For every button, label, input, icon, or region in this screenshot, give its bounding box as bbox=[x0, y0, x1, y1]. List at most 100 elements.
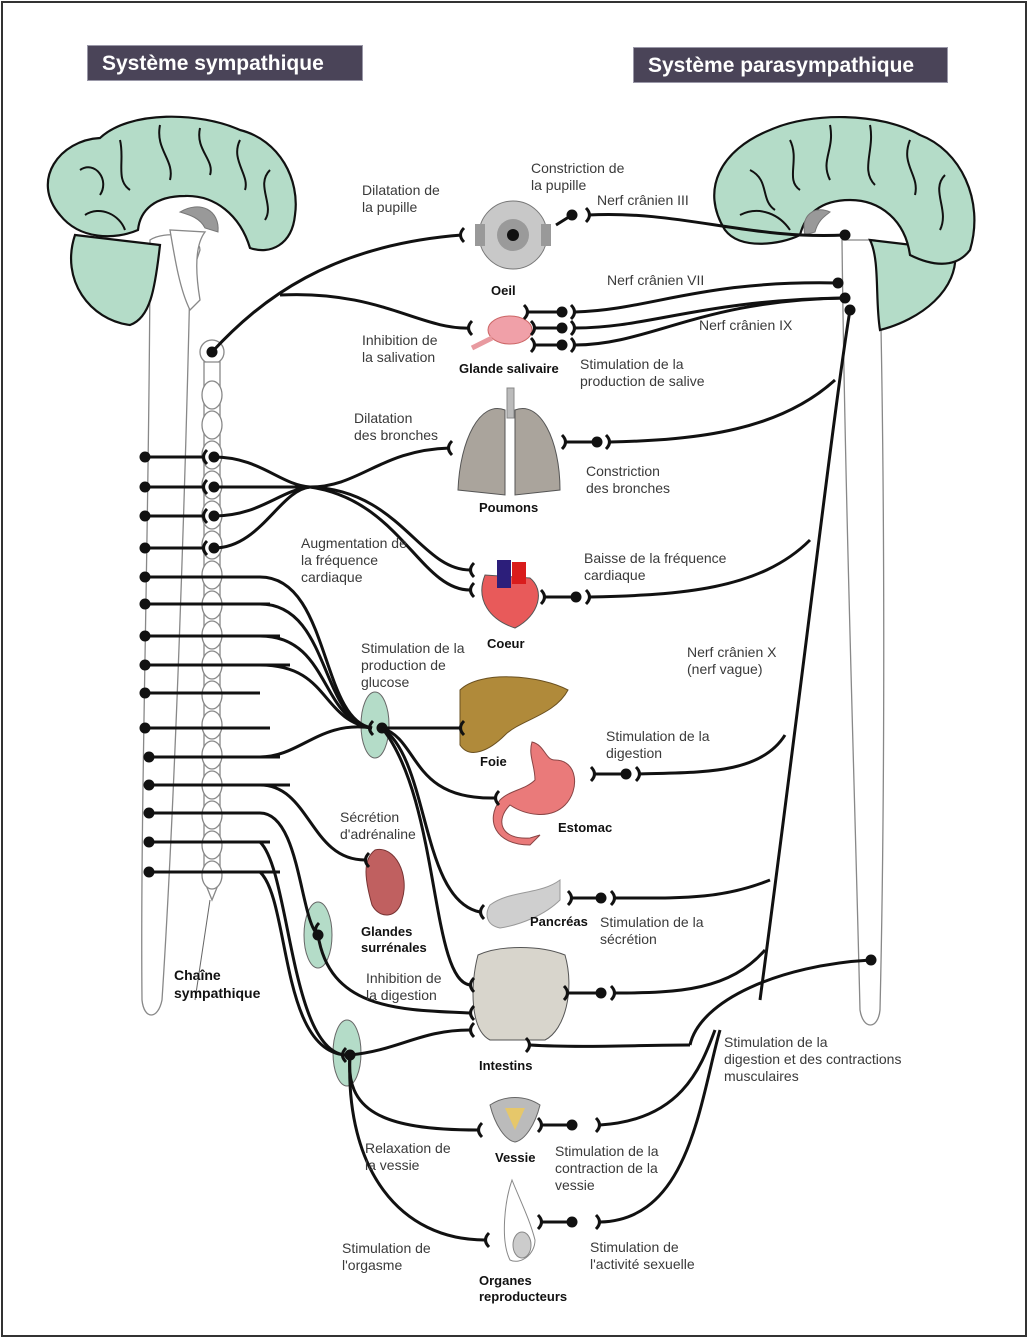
synapse-terminal bbox=[609, 984, 616, 1002]
symp-intestine-fiber-1 bbox=[380, 727, 471, 987]
synapse-terminal bbox=[447, 439, 454, 457]
nerve-fiber bbox=[259, 575, 373, 730]
nerve-fiber bbox=[213, 485, 311, 550]
organ-label-reproductive: Organes reproducteurs bbox=[479, 1273, 568, 1304]
synapse-terminal bbox=[594, 1116, 601, 1134]
intestines-icon bbox=[472, 947, 570, 1041]
chain-ganglion bbox=[201, 680, 223, 710]
liver-icon bbox=[459, 676, 569, 753]
chain-ganglion bbox=[201, 800, 223, 830]
lungs-icon bbox=[457, 387, 561, 496]
synapse-terminal bbox=[539, 588, 546, 606]
cn10-vagus-trunk bbox=[758, 309, 852, 1001]
symp-lung-fiber bbox=[213, 446, 451, 489]
synapse-terminal bbox=[459, 719, 466, 737]
symp-bladder-fiber bbox=[348, 1054, 479, 1132]
salivary-gland-icon bbox=[470, 315, 533, 351]
synapse-terminal bbox=[522, 303, 529, 321]
para-effect-stomach: Stimulation de la digestion bbox=[606, 728, 710, 761]
sacral-fiber bbox=[688, 958, 872, 1046]
symp-heart-fiber-1 bbox=[309, 485, 471, 572]
synapse-terminal bbox=[566, 889, 573, 907]
right-brain bbox=[713, 115, 976, 1026]
symp-effect-heart: Augmentation de la fréquence cardiaque bbox=[301, 535, 407, 585]
symp-intestine-fiber-3 bbox=[349, 1028, 471, 1057]
synapse-terminal bbox=[467, 319, 474, 337]
synapse-terminal bbox=[536, 1116, 543, 1134]
parasympathetic-header: Système parasympathique bbox=[633, 47, 948, 83]
chain-ganglion bbox=[201, 410, 223, 440]
nerve-label-cn3: Nerf crânien III bbox=[597, 192, 689, 208]
left-brainstem bbox=[169, 229, 207, 312]
nerve-fiber bbox=[259, 663, 373, 730]
nerve-label-cn7: Nerf crânien VII bbox=[607, 272, 705, 288]
synapse-terminal bbox=[477, 1121, 484, 1139]
synapse-terminal bbox=[494, 789, 501, 807]
synapse-terminal bbox=[341, 1046, 348, 1064]
synapse-terminal bbox=[569, 319, 576, 337]
symp-effect-liver: Stimulation de la production de glucose bbox=[361, 640, 465, 690]
symp-salivary-fiber bbox=[279, 293, 471, 330]
synapse-terminal bbox=[634, 765, 641, 783]
nerve-pathways bbox=[139, 206, 877, 1249]
symp-stomach-fiber bbox=[381, 726, 496, 800]
right-spinal-cord bbox=[841, 239, 885, 1026]
vagus-intestines bbox=[614, 949, 767, 995]
sympathetic-header: Système sympathique bbox=[87, 45, 363, 81]
synapse-terminal bbox=[604, 433, 611, 451]
chain-label: Chaîne sympathique bbox=[174, 967, 261, 1001]
chain-ganglion bbox=[201, 860, 223, 890]
symp-eye-fiber bbox=[210, 233, 463, 354]
organ-label-pancreas: Pancréas bbox=[530, 914, 588, 929]
symp-effect-reproductive: Stimulation de l'orgasme bbox=[342, 1240, 431, 1273]
synapse-terminal bbox=[584, 588, 591, 606]
organ-label-salivary: Glande salivaire bbox=[459, 361, 559, 376]
para-effect-heart: Baisse de la fréquence cardiaque bbox=[584, 550, 727, 583]
sympathetic-chain bbox=[194, 339, 225, 1001]
synapse-terminal bbox=[484, 1231, 491, 1249]
chain-ganglion bbox=[201, 710, 223, 740]
synapse-terminal bbox=[202, 539, 209, 557]
nerve-fiber bbox=[555, 213, 573, 227]
synapse-terminal bbox=[584, 206, 591, 224]
para-effect-eye: Constriction de la pupille bbox=[531, 160, 625, 193]
symp-effect-lungs: Dilatation des bronches bbox=[354, 410, 439, 443]
organ-label-bladder: Vessie bbox=[495, 1150, 536, 1165]
vagus-pancreas bbox=[614, 878, 771, 900]
chain-ganglion bbox=[201, 830, 223, 860]
reproductive-organs-icon bbox=[503, 1178, 536, 1262]
symp-effect-adrenal: Sécrétion d'adrénaline bbox=[340, 809, 416, 842]
synapse-terminal bbox=[364, 851, 371, 869]
synapse-terminal bbox=[562, 984, 569, 1002]
synapse-terminal bbox=[529, 319, 536, 337]
para-effect-lungs: Constriction des bronches bbox=[586, 463, 671, 496]
synapse-terminal bbox=[569, 303, 576, 321]
symp-intestine-fiber-2 bbox=[316, 934, 471, 1015]
synapse-terminal bbox=[469, 1021, 476, 1039]
synapse-terminal bbox=[594, 1213, 601, 1231]
vagus-lungs bbox=[609, 378, 837, 444]
synapse-terminal bbox=[469, 1004, 476, 1022]
symp-effect-eye: Dilatation de la pupille bbox=[362, 182, 440, 215]
synapse-terminal bbox=[469, 561, 476, 579]
organ-label-intestines: Intestins bbox=[479, 1058, 533, 1073]
nerve-fiber bbox=[258, 870, 346, 1057]
organ-label-liver: Foie bbox=[480, 754, 507, 769]
symp-heart-fiber-2 bbox=[309, 485, 471, 592]
organ-label-stomach: Estomac bbox=[558, 820, 613, 835]
para-effect-salivary: Stimulation de la production de salive bbox=[580, 356, 705, 389]
cn3-fiber bbox=[587, 212, 846, 238]
nerve-fiber bbox=[259, 811, 320, 937]
vagus-stomach bbox=[637, 734, 787, 776]
synapse-terminal bbox=[479, 903, 486, 921]
stomach-icon bbox=[492, 741, 576, 846]
organ-label-eye: Oeil bbox=[491, 283, 516, 298]
synapse-terminal bbox=[569, 336, 576, 354]
bladder-icon bbox=[489, 1097, 541, 1143]
symp-pancreas-fiber bbox=[381, 726, 481, 914]
organ-label-heart: Coeur bbox=[487, 636, 525, 651]
para-effect-bladder: Stimulation de la contraction de la vess… bbox=[555, 1143, 659, 1193]
cn7-fiber bbox=[574, 281, 839, 314]
